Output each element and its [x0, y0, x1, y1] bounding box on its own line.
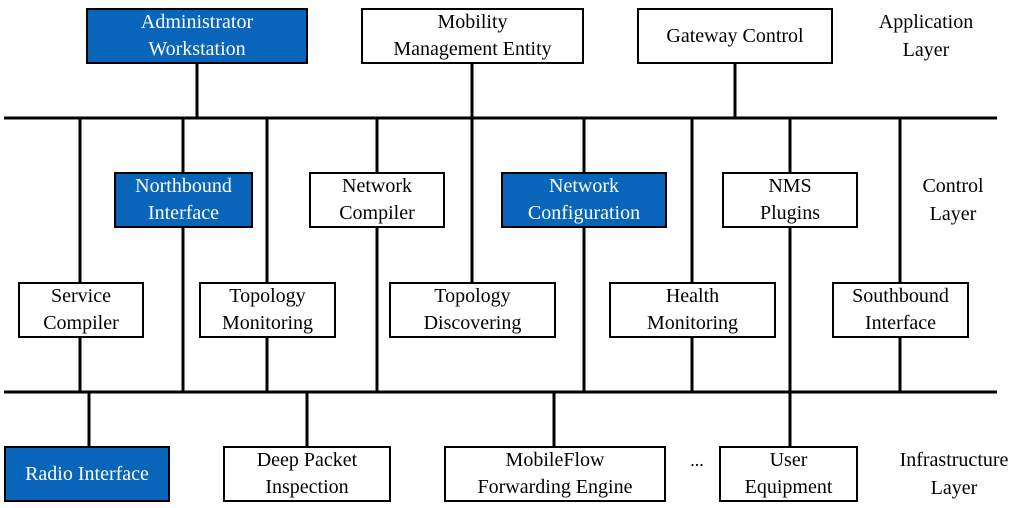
gateway-control-box: Gateway Control — [637, 8, 833, 64]
administrator-workstation-box: Administrator Workstation — [86, 8, 308, 64]
box-line: Health — [665, 285, 720, 307]
box-line: User — [769, 449, 808, 471]
box-line: Forwarding Engine — [477, 476, 633, 498]
box-line: Network — [342, 175, 412, 197]
box-line: Mobility — [437, 11, 508, 33]
box-line: Administrator — [140, 11, 254, 33]
box-line: Gateway Control — [666, 24, 804, 47]
layer-label-line: Layer — [902, 39, 950, 61]
topology-monitoring-box: Topology Monitoring — [199, 282, 336, 338]
box-line: Equipment — [744, 476, 833, 498]
box-line: Interface — [147, 202, 220, 224]
layer-label-line: Infrastructure — [899, 449, 1009, 471]
layer-label-line: Layer — [930, 477, 978, 499]
box-line: Radio Interface — [25, 462, 149, 485]
layer-label-line: Control — [922, 175, 984, 197]
deep-packet-inspection-box: Deep Packet Inspection — [223, 446, 391, 502]
box-line: Topology — [434, 285, 511, 307]
box-line: Configuration — [527, 202, 641, 224]
box-line: Northbound — [135, 175, 232, 197]
box-line: Southbound — [852, 285, 949, 307]
box-line: Inspection — [265, 476, 349, 498]
box-line: Compiler — [339, 202, 415, 224]
box-line: MobileFlow — [505, 449, 605, 471]
box-line: NMS — [768, 175, 812, 197]
ellipsis-label: ... — [690, 450, 704, 470]
control-layer-label: Control Layer — [898, 172, 1008, 228]
box-line: Plugins — [759, 202, 821, 224]
box-line: Monitoring — [221, 312, 314, 334]
network-configuration-box: Network Configuration — [501, 172, 667, 228]
service-compiler-box: Service Compiler — [18, 282, 144, 338]
layer-label-line: Layer — [929, 203, 977, 225]
layer-label-line: Application — [878, 11, 974, 33]
nms-plugins-box: NMS Plugins — [722, 172, 858, 228]
box-line: Discovering — [423, 312, 522, 334]
box-line: Workstation — [148, 38, 246, 60]
box-line: Deep Packet — [256, 449, 358, 471]
northbound-interface-box: Northbound Interface — [114, 172, 253, 228]
user-equipment-box: User Equipment — [719, 446, 858, 502]
application-layer-label: Application Layer — [870, 8, 982, 64]
box-line: Network — [549, 175, 619, 197]
southbound-interface-box: Southbound Interface — [832, 282, 969, 338]
box-line: Interface — [864, 312, 937, 334]
infrastructure-layer-label: Infrastructure Layer — [888, 446, 1020, 502]
box-line: Monitoring — [646, 312, 739, 334]
mobileflow-forwarding-engine-box: MobileFlow Forwarding Engine — [444, 446, 666, 502]
box-line: Compiler — [43, 312, 119, 334]
health-monitoring-box: Health Monitoring — [609, 282, 776, 338]
topology-discovering-box: Topology Discovering — [389, 282, 556, 338]
box-line: Management Entity — [393, 38, 552, 60]
mobility-management-entity-box: Mobility Management Entity — [361, 8, 584, 64]
radio-interface-box: Radio Interface — [4, 446, 170, 502]
box-line: Topology — [229, 285, 306, 307]
box-line: Service — [51, 285, 111, 307]
network-compiler-box: Network Compiler — [309, 172, 445, 228]
